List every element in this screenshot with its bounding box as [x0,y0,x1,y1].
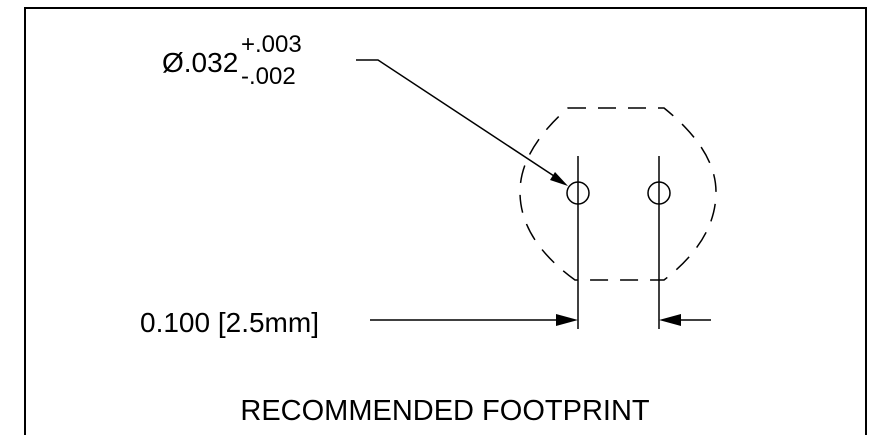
component-outline-dashed [519,107,717,281]
drawing-border [24,7,867,435]
upper-tolerance-label: +.003 [241,31,302,58]
diameter-leader-arrowhead [550,172,568,186]
lower-tolerance-label: -.002 [241,63,296,90]
spacing-arrowhead-right [659,314,681,326]
drawing-title: RECOMMENDED FOOTPRINT [240,395,650,427]
spacing-arrowhead-left [556,314,578,326]
diameter-callout-label: Ø.032 [162,47,238,78]
diameter-leader-line [356,59,558,179]
spacing-callout-label: 0.100 [2.5mm] [140,307,319,338]
